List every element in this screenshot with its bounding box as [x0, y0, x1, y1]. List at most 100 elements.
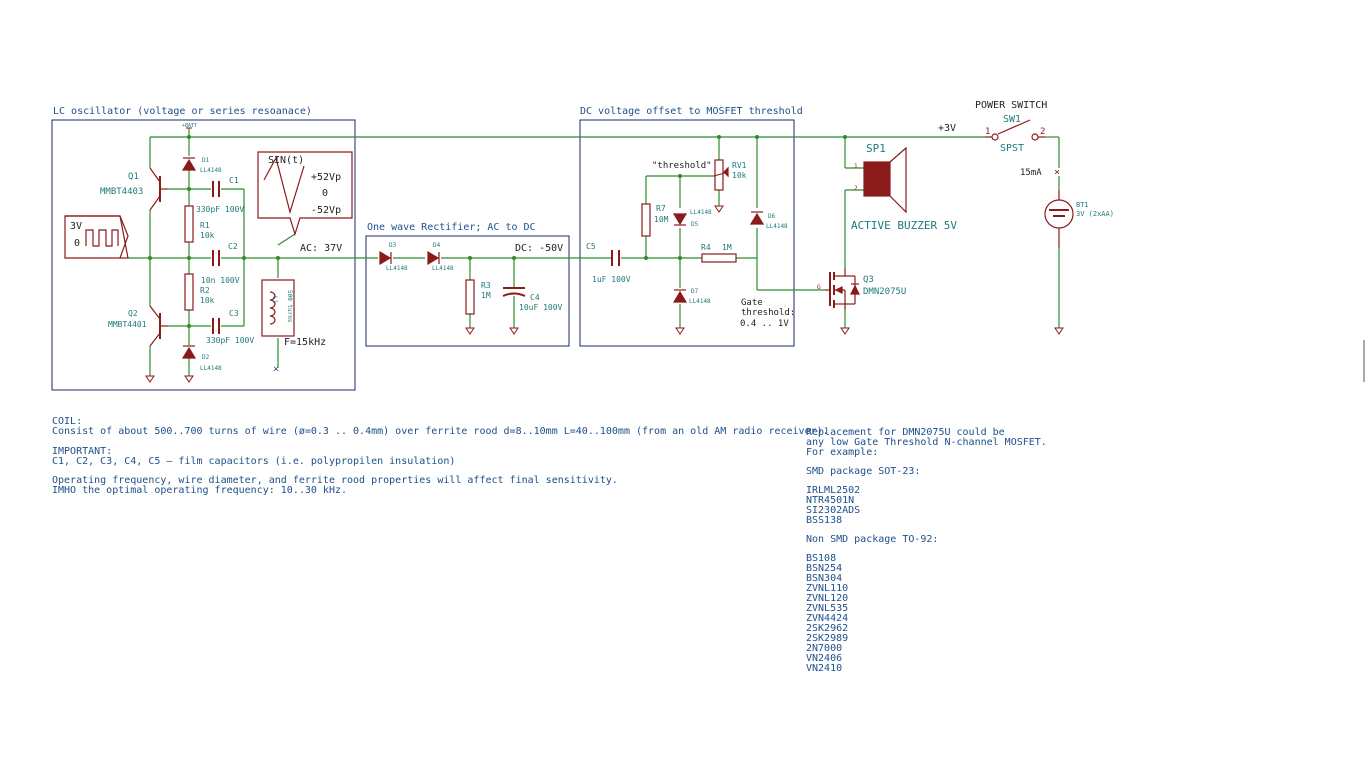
oscillator-frame: [51, 119, 356, 391]
nc-marker-bt1: ×: [1054, 167, 1060, 178]
non-smd-part: 2N7000: [806, 643, 843, 654]
c1-value: 330pF 100V: [196, 205, 244, 214]
q3-ref: Q3: [863, 275, 874, 285]
r1-value: 10k: [200, 231, 215, 240]
plus3v-label: +3V: [938, 123, 956, 134]
ac-voltage-label: AC: 37V: [300, 243, 342, 254]
sw1-pin2: 2: [1040, 127, 1045, 137]
rectifier-frame: [365, 235, 570, 347]
note-coil-title: COIL:: [52, 416, 83, 428]
threshold-label: "threshold": [652, 161, 712, 171]
batt-net-label: +BATT: [182, 123, 197, 129]
square-wave-zero: 0: [74, 238, 80, 249]
d2-value: LL4148: [200, 365, 222, 372]
sp1-pin2: 2: [854, 185, 858, 192]
note-coil-text: Consist of about 500..700 turns of wire …: [52, 426, 829, 438]
d4-value: LL4148: [432, 265, 454, 272]
d6-ref: D6: [768, 213, 776, 220]
non-smd-part: BSN304: [806, 573, 843, 584]
non-smd-part: BSN254: [806, 563, 843, 574]
r7-ref: R7: [656, 204, 666, 213]
c5-value: 1uF 100V: [592, 275, 631, 284]
c4-ref: C4: [530, 293, 540, 302]
d5-ref: D5: [691, 221, 699, 228]
sp1-ref: SP1: [866, 142, 886, 155]
sw1-value: SPST: [1000, 143, 1024, 154]
smd-part: SI2302ADS: [806, 505, 861, 516]
d2-ref: D2: [202, 354, 210, 361]
non-smd-part: ZVNL110: [806, 583, 849, 594]
rv1-wiper: [713, 171, 729, 177]
sw1-pin1: 1: [985, 127, 990, 137]
wires: [128, 128, 1060, 376]
diodes: [181, 157, 860, 359]
c2-ref: C2: [228, 242, 238, 251]
non-smd-part: 2SK2962: [806, 623, 849, 634]
notes-block: COIL:Consist of about 500..700 turns of …: [52, 407, 829, 507]
replacement-intro: Replacement for DMN2075U could be any lo…: [806, 427, 1047, 458]
bt1-value: 3V (2xAA): [1076, 210, 1114, 218]
sp1-pin1: 1: [854, 163, 858, 170]
dc-offset-title: DC voltage offset to MOSFET threshold: [580, 106, 803, 117]
dc-offset-frame: [579, 119, 795, 347]
non-smd-part: ZVNL120: [806, 593, 849, 604]
non-smd-part: 2SK2989: [806, 633, 849, 644]
sine-title: SIN(t): [268, 155, 304, 166]
note-gap: [52, 438, 829, 447]
sw1-ref: SW1: [1003, 114, 1021, 125]
d4-ref: D4: [433, 242, 441, 249]
d6-value: LL4148: [766, 223, 788, 230]
sine-negative-peak: -52Vp: [311, 205, 341, 216]
sine-zero: 0: [322, 188, 328, 199]
non-smd-part: VN2410: [806, 663, 843, 674]
smd-part: IRLML2502: [806, 485, 861, 496]
gate-threshold-line1: Gate: [741, 298, 763, 308]
non-smd-part: VN2406: [806, 653, 843, 664]
current-label: 15mA: [1020, 168, 1042, 178]
ground-symbols: [145, 127, 1064, 383]
bt1-ref: BT1: [1076, 201, 1089, 209]
rectifier-title: One wave Rectifier; AC to DC: [367, 222, 536, 233]
note-important-text: C1, C2, C3, C4, C5 — film capacitors (i.…: [52, 455, 456, 467]
components: [64, 119, 1074, 347]
d1-ref: D1: [202, 157, 210, 164]
non-smd-part: ZVN4424: [806, 613, 849, 624]
nc-marker-l1: ×: [273, 364, 279, 375]
r4-value: 1M: [722, 243, 732, 252]
note-gap: [806, 545, 1047, 554]
non-smd-title: Non SMD package TO-92:: [806, 534, 939, 545]
smd-part: NTR4501N: [806, 495, 855, 506]
l1-ref: L1: [271, 296, 278, 304]
replacement-block: Replacement for DMN2075U could be any lo…: [806, 418, 1047, 684]
r1-ref: R1: [200, 221, 210, 230]
rv1-value: 10k: [732, 171, 747, 180]
q1-value: MMBT4403: [100, 187, 143, 197]
c2-value: 10n 100V: [201, 276, 240, 285]
note-important-title: IMPORTANT:: [52, 445, 113, 457]
c3-value: 330pF 100V: [206, 336, 254, 345]
c3-ref: C3: [229, 309, 239, 318]
c5-ref: C5: [586, 242, 596, 251]
dc-voltage-label: DC: -50V: [515, 243, 563, 254]
square-wave-amplitude: 3V: [70, 221, 82, 232]
smd-title: SMD package SOT-23:: [806, 466, 921, 477]
sp1-value: ACTIVE BUZZER 5V: [851, 219, 957, 232]
c1-ref: C1: [229, 176, 239, 185]
junctions: [148, 135, 847, 328]
sine-positive-peak: +52Vp: [311, 172, 341, 183]
r2-ref: R2: [200, 286, 210, 295]
d5-value: LL4148: [690, 209, 712, 216]
oscillator-title: LC oscillator (voltage or series resoana…: [53, 106, 312, 117]
gate-threshold-line2: threshold:: [741, 308, 795, 318]
d7-value: LL4148: [689, 298, 711, 305]
d3-value: LL4148: [386, 265, 408, 272]
power-switch-label: POWER SWITCH: [975, 100, 1047, 111]
q2-value: MMBT4401: [108, 320, 147, 329]
d3-ref: D3: [389, 242, 397, 249]
c4-value: 10uF 100V: [519, 303, 563, 312]
r3-value: 1M: [481, 291, 491, 300]
non-smd-part: ZVNL535: [806, 603, 849, 614]
note-frequency-text: Operating frequency, wire diameter, and …: [52, 475, 618, 487]
non-smd-part: BS108: [806, 553, 837, 564]
